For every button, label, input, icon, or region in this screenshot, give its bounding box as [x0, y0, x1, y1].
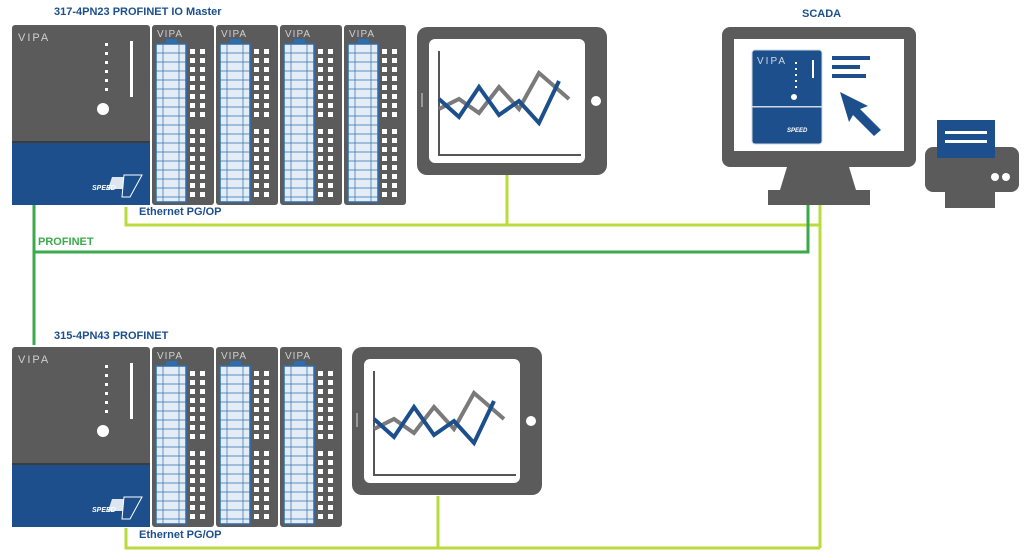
slave-io-module-3-brand: VIPA	[285, 351, 311, 362]
slave-tablet-hmi-icon	[350, 345, 544, 497]
slave-io-module-2-brand: VIPA	[221, 351, 247, 362]
scada-screen-brand: VIPA	[757, 56, 787, 67]
master-io-module-1: VIPA	[151, 24, 215, 206]
master-io-module-2-brand: VIPA	[221, 29, 247, 40]
printer-icon	[925, 120, 1019, 208]
master-io-module-4: VIPA	[343, 24, 407, 206]
slave-cpu-speed-label: SPEED	[92, 507, 116, 514]
master-cpu-brand: VIPA	[18, 32, 50, 44]
master-cpu-speed-label: SPEED	[92, 185, 116, 192]
profinet-label: PROFINET	[38, 236, 94, 248]
slave-ethernet-pgop-label: Ethernet PG/OP	[139, 529, 222, 541]
mouse-cursor-icon	[840, 92, 881, 136]
scada-title: SCADA	[802, 8, 842, 20]
master-io-module-3: VIPA	[279, 24, 343, 206]
master-tablet-hmi-icon	[415, 25, 609, 177]
slave-title: 315-4PN43 PROFINET	[54, 330, 169, 342]
scada-screen-speed: SPEED	[787, 128, 808, 134]
master-ethernet-pgop-label: Ethernet PG/OP	[139, 206, 222, 218]
slave-io-module-2: VIPA	[215, 346, 279, 528]
slave-plc-rack: VIPA SPEED VIPA VIPA VIPA	[11, 346, 343, 528]
master-cpu-module: VIPA SPEED	[11, 24, 151, 206]
ethernet-pgop-network-lines	[124, 175, 822, 550]
slave-io-module-3: VIPA	[279, 346, 343, 528]
slave-io-module-1-brand: VIPA	[157, 351, 183, 362]
profinet-network-lines	[32, 205, 810, 345]
master-title: 317-4PN23 PROFINET IO Master	[54, 6, 222, 18]
slave-io-module-1: VIPA	[151, 346, 215, 528]
scada-monitor-icon: VIPA SPEED	[722, 27, 916, 205]
master-plc-rack: VIPA SPEED VIPA VIPA VIPA VIPA	[11, 24, 407, 206]
master-io-module-3-brand: VIPA	[285, 29, 311, 40]
scada-text-lines-icon	[832, 56, 870, 78]
master-io-module-2: VIPA	[215, 24, 279, 206]
master-io-module-4-brand: VIPA	[349, 29, 375, 40]
master-io-module-1-brand: VIPA	[157, 29, 183, 40]
slave-cpu-module: VIPA SPEED	[11, 346, 151, 528]
scada-screen-cpu-icon: VIPA SPEED	[751, 49, 823, 145]
slave-cpu-brand: VIPA	[18, 354, 50, 366]
